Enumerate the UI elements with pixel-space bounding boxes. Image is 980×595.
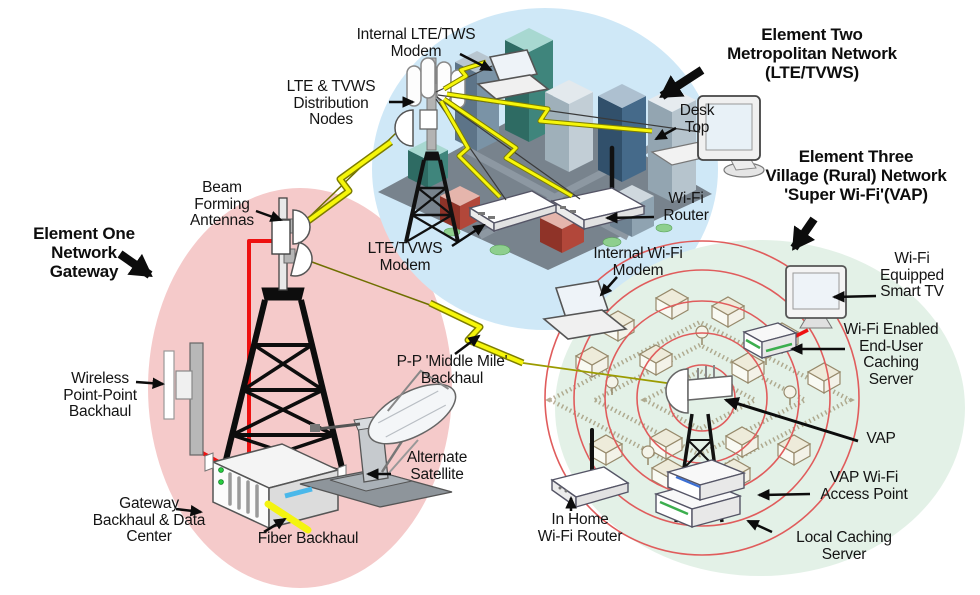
label-end-user-caching-server: Wi-Fi Enabled End-User Caching Server — [843, 321, 939, 388]
lightning-bolt — [301, 139, 394, 227]
lightning-bolt — [428, 299, 525, 367]
point-to-point-backhaul-panel — [163, 342, 204, 456]
middle-mile-backhaul-links — [299, 132, 689, 387]
label-in-home-wifi-router: In Home Wi-Fi Router — [537, 511, 623, 545]
label-gateway-backhaul: Gateway Backhaul & Data Center — [92, 495, 206, 546]
label-fiber-backhaul: Fiber Backhaul — [257, 530, 359, 547]
gateway-lattice-tower — [220, 287, 346, 474]
smart-tv-icon — [785, 265, 847, 329]
metro-access-links — [435, 59, 701, 201]
label-alternate-satellite: Alternate Satellite — [406, 449, 468, 483]
label-beam-forming-antennas: Beam Forming Antennas — [190, 179, 254, 230]
lightning-bolt — [438, 59, 653, 199]
beam-antenna-icon — [289, 241, 313, 277]
label-distribution-nodes: LTE & TVWS Distribution Nodes — [286, 78, 376, 129]
label-wireless-pp-backhaul: Wireless Point-Point Backhaul — [63, 370, 137, 421]
in-home-wifi-router-icon — [550, 428, 630, 509]
beam-forming-antennas-assembly — [271, 197, 313, 291]
label-local-caching-server: Local Caching Server — [796, 529, 892, 563]
beam-antenna-icon — [292, 209, 311, 245]
label-element-three: Element Three Village (Rural) Network 'S… — [765, 147, 947, 205]
label-vap-wifi-access-point: VAP Wi-Fi Access Point — [820, 469, 908, 503]
label-internal-wifi-modem: Internal Wi-Fi Modem — [593, 245, 683, 279]
label-wifi-router: Wi-Fi Router — [663, 190, 709, 224]
label-wifi-equipped-smart-tv: Wi-Fi Equipped Smart TV — [880, 250, 944, 301]
label-element-one: Element One Network Gateway — [33, 224, 135, 282]
metro-lattice-tower — [404, 151, 460, 243]
label-arrows — [135, 52, 877, 534]
metro-beam-antenna — [394, 109, 438, 147]
village-laptop-icon — [542, 280, 628, 340]
label-internal-lte-tws-modem: Internal LTE/TWS Modem — [356, 26, 476, 60]
label-pp-middle-mile-backhaul: P-P 'Middle Mile' Backhaul — [396, 353, 508, 387]
wifi-coverage-rings — [544, 240, 860, 556]
satellite-blue-cable — [284, 486, 313, 499]
lte-tvws-modem-icon — [468, 190, 558, 233]
vap-device-icon — [665, 365, 733, 414]
metro-laptop-icon — [476, 49, 550, 100]
desktop-computer-icon — [650, 95, 765, 178]
label-vap: VAP — [866, 430, 896, 447]
element-title-arrows — [117, 66, 818, 279]
end-user-caching-server-icon — [742, 322, 798, 360]
zone-village-ellipse — [555, 240, 965, 576]
fiber-backhaul-cable — [264, 500, 312, 534]
local-caching-server-icon — [653, 459, 747, 529]
satellite-dish — [299, 369, 457, 508]
label-lte-tvws-modem: LTE/TVWS Modem — [367, 240, 443, 274]
label-element-two: Element Two Metropolitan Network (LTE/TV… — [727, 25, 897, 83]
label-desk-top: Desk Top — [679, 102, 715, 136]
